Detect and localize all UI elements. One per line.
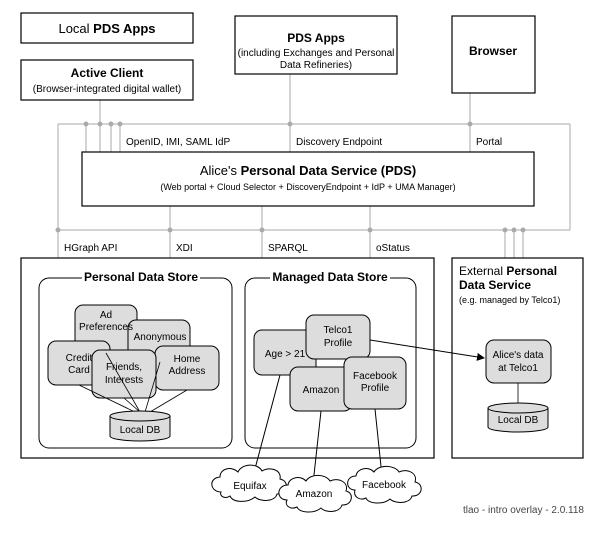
alice-telco1-data-node <box>485 339 552 384</box>
svg-text:Profile: Profile <box>361 383 390 394</box>
alice-pds-box: Alice's Personal Data Service (PDS) (Web… <box>81 151 535 207</box>
equifax-cloud <box>211 464 287 502</box>
telco1-profile-node <box>305 314 371 360</box>
cloud-links <box>251 374 383 485</box>
active-client-subtitle: (Browser-integrated digital wallet) <box>33 84 181 95</box>
svg-text:Amazon: Amazon <box>303 385 340 396</box>
connector-lines <box>57 74 571 258</box>
portal-label: Portal <box>476 137 502 148</box>
svg-text:Telco1: Telco1 <box>324 325 353 336</box>
amazon-cloud-label: Amazon <box>296 489 333 500</box>
svg-text:Address: Address <box>169 366 206 377</box>
svg-text:Anonymous: Anonymous <box>134 332 187 343</box>
local-db-icon <box>109 410 171 442</box>
svg-text:Age > 21: Age > 21 <box>265 349 306 360</box>
ostatus-label: oStatus <box>376 243 410 254</box>
svg-text:Credit: Credit <box>66 353 93 364</box>
svg-text:Ad: Ad <box>100 310 112 321</box>
pds-subtitle: (Web portal + Cloud Selector + Discovery… <box>160 182 455 192</box>
svg-text:Interests: Interests <box>105 375 143 386</box>
active-client-box: Active Client (Browser-integrated digita… <box>20 59 194 101</box>
external-local-db-icon <box>487 402 549 433</box>
equifax-label: Equifax <box>233 481 266 492</box>
external-pds-subtitle: (e.g. managed by Telco1) <box>459 295 560 305</box>
discovery-label: Discovery Endpoint <box>296 137 382 148</box>
xdi-label: XDI <box>176 243 193 254</box>
browser-box: Browser <box>451 15 536 94</box>
pds-title: Alice's Personal Data Service (PDS) <box>200 163 416 178</box>
external-pds-title-line2: Data Service <box>459 278 531 292</box>
svg-text:Facebook: Facebook <box>353 371 398 382</box>
svg-text:Preferences: Preferences <box>79 322 133 333</box>
external-pds-title-line1: External Personal <box>459 264 557 278</box>
svg-text:Friends,: Friends, <box>106 362 142 373</box>
managed-data-store: Managed Data Store Age > 21 Telco1 Profi… <box>244 270 417 449</box>
telco1-link-arrow <box>369 339 485 361</box>
facebook-label: Facebook <box>362 480 407 491</box>
browser-title: Browser <box>469 44 517 58</box>
svg-text:Alice's data: Alice's data <box>493 350 544 361</box>
local-pds-apps-box: Local PDS Apps <box>20 12 194 44</box>
svg-text:Local PDS Apps: Local PDS Apps <box>58 21 155 36</box>
bus-port-dots <box>55 121 526 233</box>
pds-apps-title: PDS Apps <box>287 31 345 45</box>
svg-text:Profile: Profile <box>324 338 353 349</box>
active-client-title: Active Client <box>71 66 144 80</box>
hgraph-label: HGraph API <box>64 243 117 254</box>
amazon-cloud <box>278 474 352 513</box>
external-pds-box: External Personal Data Service (e.g. man… <box>451 257 584 459</box>
svg-text:(including Exchanges and Perso: (including Exchanges and Personal <box>238 48 395 59</box>
svg-text:Home: Home <box>174 354 201 365</box>
external-local-db-label: Local DB <box>498 415 539 426</box>
footer-version: tlao - intro overlay - 2.0.118 <box>463 505 584 516</box>
pds-apps-box: PDS Apps (including Exchanges and Person… <box>234 15 398 75</box>
sparql-label: SPARQL <box>268 243 308 254</box>
friends-interests-node <box>91 349 157 399</box>
svg-text:Card: Card <box>68 365 90 376</box>
svg-text:at Telco1: at Telco1 <box>498 363 538 374</box>
personal-data-store-title: Personal Data Store <box>84 270 198 284</box>
local-db-label: Local DB <box>120 425 161 436</box>
managed-data-store-title: Managed Data Store <box>272 270 388 284</box>
facebook-cloud <box>347 465 422 504</box>
personal-data-store: Personal Data Store Ad Preferences Anony… <box>38 270 233 449</box>
openid-label: OpenID, IMI, SAML IdP <box>126 137 230 148</box>
svg-text:Data Refineries): Data Refineries) <box>280 60 352 71</box>
